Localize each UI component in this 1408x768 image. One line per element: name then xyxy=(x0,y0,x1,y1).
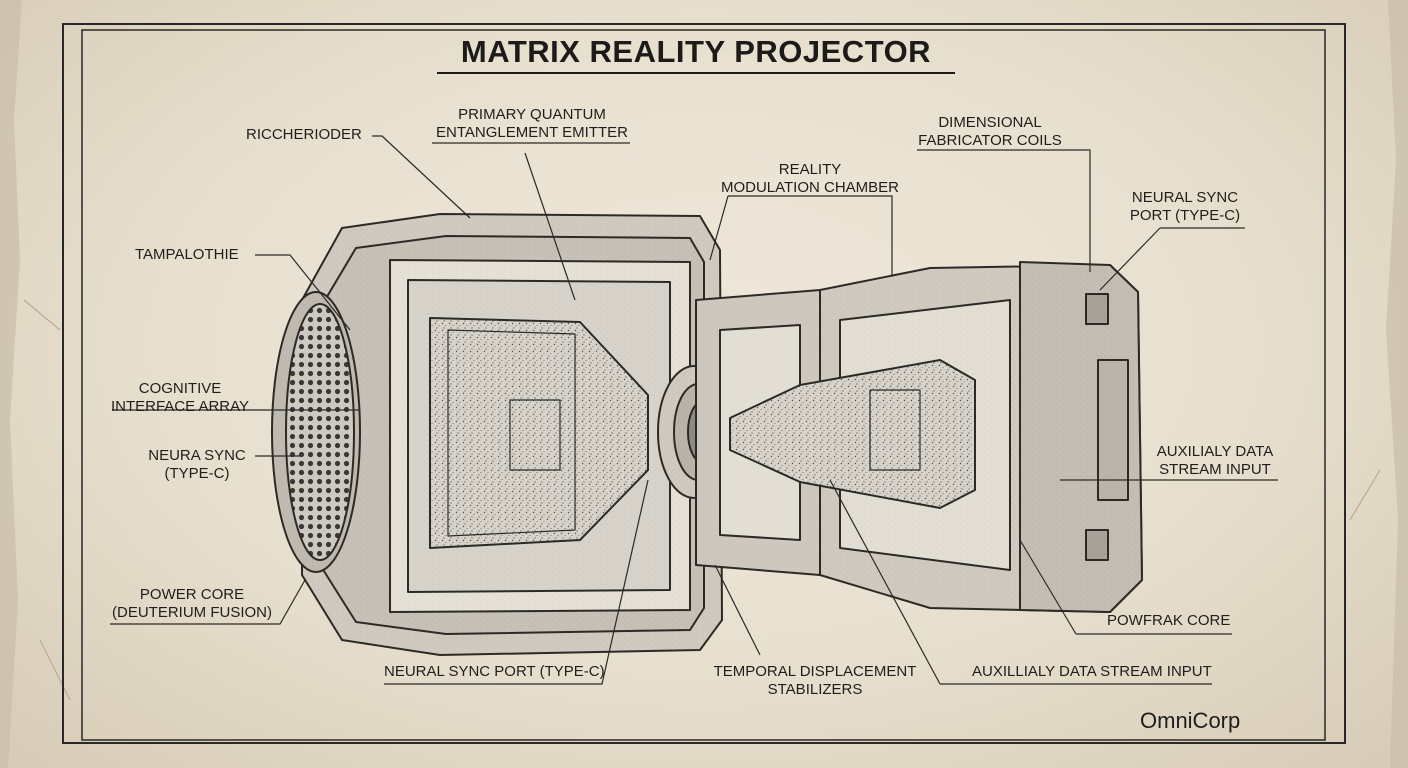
label-power-core-line2: (DEUTERIUM FUSION) xyxy=(112,604,272,621)
label-temporal-stabilizers: TEMPORAL DISPLACEMENT STABILIZERS xyxy=(710,663,920,699)
label-fabricator-coils: DIMENSIONAL FABRICATOR COILS xyxy=(900,114,1080,150)
inner-border xyxy=(81,29,1326,741)
label-neural-port-right-line2: PORT (TYPE-C) xyxy=(1129,207,1241,224)
label-reality-chamber-line1: REALITY xyxy=(778,161,842,178)
label-neura-sync-line2: (TYPE-C) xyxy=(164,465,230,482)
label-powfrak-core: POWFRAK CORE xyxy=(1107,612,1231,629)
label-neural-port-bottom: NEURAL SYNC PORT (TYPE-C) xyxy=(384,663,605,680)
label-fabricator-coils-line1: DIMENSIONAL xyxy=(938,114,1042,131)
label-riccherioder: RICCHERIODER xyxy=(246,126,362,143)
label-power-core: POWER CORE (DEUTERIUM FUSION) xyxy=(102,586,282,622)
label-quantum-emitter-line1: PRIMARY QUANTUM xyxy=(458,106,606,123)
label-cognitive-array-line2: INTERFACE ARRAY xyxy=(110,398,250,415)
label-power-core-line1: POWER CORE xyxy=(139,586,245,603)
title-underline xyxy=(437,72,955,74)
label-neural-port-right-line1: NEURAL SYNC xyxy=(1131,189,1239,206)
label-quantum-emitter-line2: ENTANGLEMENT EMITTER xyxy=(436,124,628,141)
label-neura-sync: NEURA SYNC (TYPE-C) xyxy=(132,447,262,483)
label-aux-data-bottom: AUXILLIALY DATA STREAM INPUT xyxy=(972,663,1212,680)
label-neural-port-right: NEURAL SYNC PORT (TYPE-C) xyxy=(1120,189,1250,225)
label-quantum-emitter: PRIMARY QUANTUM ENTANGLEMENT EMITTER xyxy=(432,106,632,142)
label-reality-chamber-line2: MODULATION CHAMBER xyxy=(720,179,900,196)
label-cognitive-array: COGNITIVE INTERFACE ARRAY xyxy=(100,380,260,416)
outer-border xyxy=(62,23,1346,744)
brand-mark: OmniCorp xyxy=(1140,708,1241,733)
label-temporal-stabilizers-line2: STABILIZERS xyxy=(767,681,863,698)
diagram-title: MATRIX REALITY PROJECTOR xyxy=(460,34,932,69)
label-fabricator-coils-line2: FABRICATOR COILS xyxy=(918,132,1062,149)
label-cognitive-array-line1: COGNITIVE xyxy=(138,380,222,397)
label-neura-sync-line1: NEURA SYNC xyxy=(148,447,246,464)
label-temporal-stabilizers-line1: TEMPORAL DISPLACEMENT xyxy=(713,663,917,680)
label-aux-data-right-line2: STREAM INPUT xyxy=(1159,461,1271,478)
label-aux-data-right: AUXILIALY DATA STREAM INPUT xyxy=(1150,443,1280,479)
label-aux-data-right-line1: AUXILIALY DATA xyxy=(1156,443,1274,460)
label-tampalothie: TAMPALOTHIE xyxy=(135,246,239,263)
label-reality-chamber: REALITY MODULATION CHAMBER xyxy=(700,161,920,197)
leader-lines xyxy=(110,135,1278,685)
